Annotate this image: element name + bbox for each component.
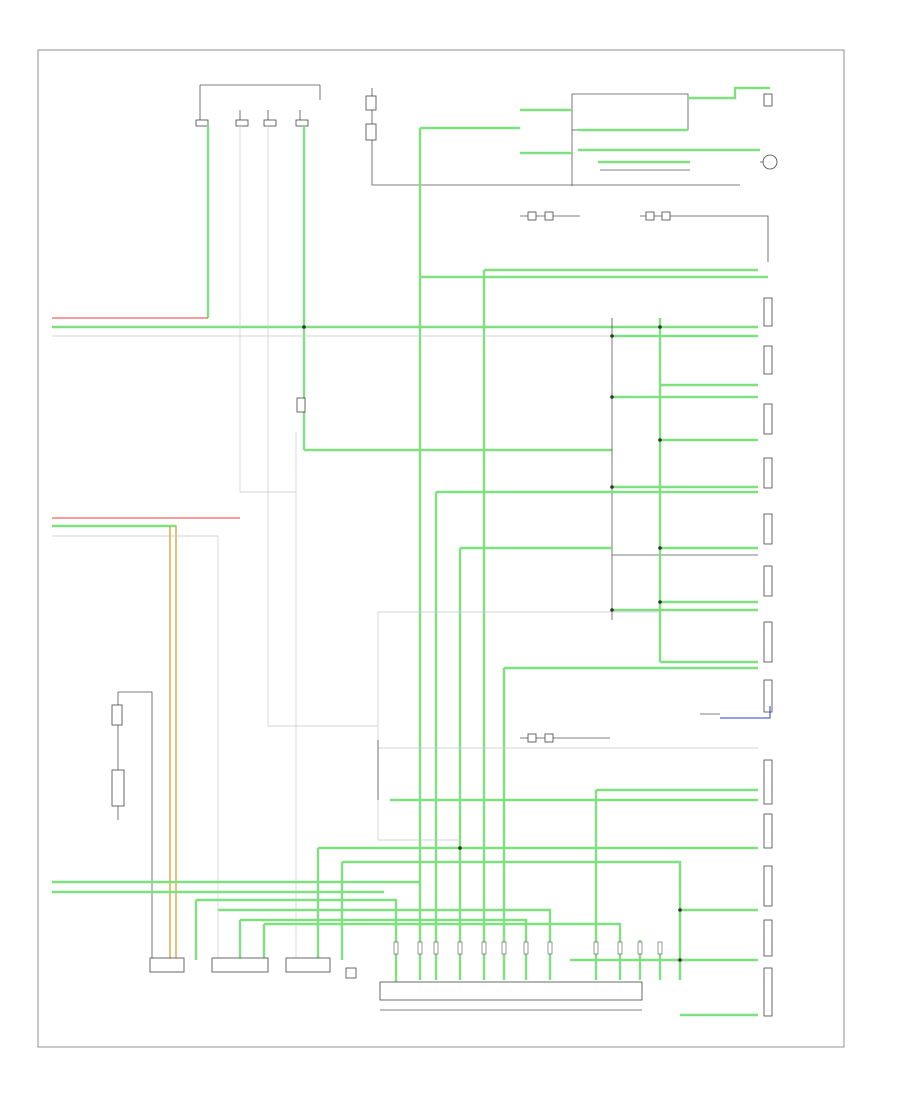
lower-middle-area [316, 611, 771, 1017]
wire-connector-marker [433, 941, 439, 955]
main-green-verticals [206, 125, 520, 980]
lower-bus-lines [52, 880, 662, 982]
wire-connector-marker [547, 941, 553, 955]
ecu-block [379, 981, 643, 1001]
wire-connector-marker [657, 941, 663, 955]
lower-left-switch [111, 691, 153, 960]
junction-dots [302, 325, 682, 962]
mid-left-module [296, 397, 612, 452]
diagram-border [37, 49, 845, 1048]
top-right-switch-block [365, 86, 778, 186]
vertical-connector-markers [393, 941, 663, 955]
left-power-lines [52, 317, 758, 960]
wire-connector-marker [523, 941, 529, 955]
wire-connector-marker [417, 941, 423, 955]
thin-vertical-wires [239, 125, 378, 960]
wire-connector-marker [593, 941, 599, 955]
wire-connector-marker [393, 941, 399, 955]
wire-connector-marker [617, 941, 623, 955]
right-switch-column [434, 297, 773, 1017]
wire-connector-marker [637, 941, 643, 955]
junction-connectors [420, 211, 769, 279]
wire-connector-marker [501, 941, 507, 955]
top-left-connector [195, 84, 321, 127]
wire-connector-marker [457, 941, 463, 955]
bottom-connectors [149, 957, 643, 1011]
wire-connector-marker [481, 941, 487, 955]
